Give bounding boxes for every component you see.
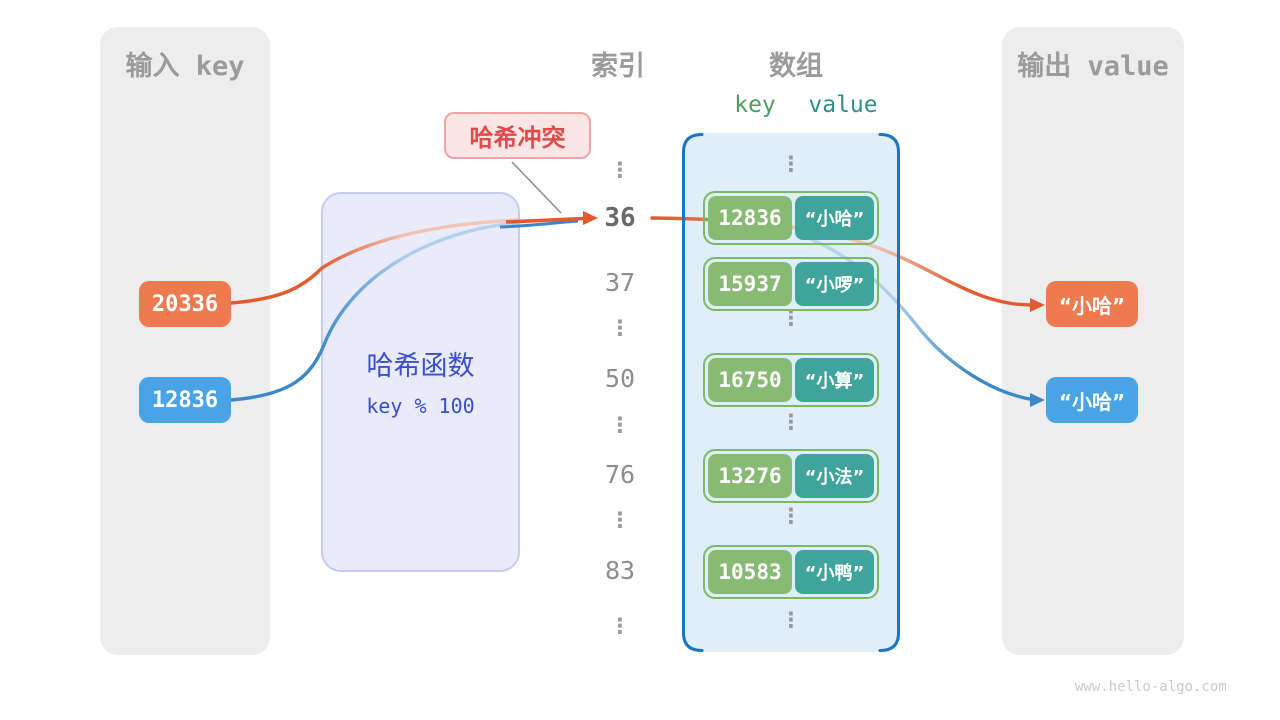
array-column-title: 数组 [769,51,823,82]
index-ellipsis: ⋮ [609,158,631,182]
array-ellipsis: ⋮ [780,608,802,632]
index-ellipsis: ⋮ [609,413,631,437]
array-entry-10583: 10583 “小鸭” [703,545,879,599]
index-50: 50 [604,364,636,393]
entry-value: “小啰” [795,262,874,306]
value-header: value [808,92,878,118]
entry-value: “小算” [795,358,874,402]
array-entry-15937: 15937 “小啰” [703,257,879,311]
index-ellipsis: ⋮ [609,316,631,340]
array-ellipsis: ⋮ [780,152,802,176]
entry-value: “小法” [795,454,874,498]
index-83: 83 [604,556,636,585]
entry-value: “小哈” [795,196,874,240]
input-key-20336: 20336 [139,281,231,327]
index-76: 76 [604,460,636,489]
index-ellipsis: ⋮ [609,614,631,638]
hash-collision-badge: 哈希冲突 [444,112,591,159]
index-37: 37 [604,268,636,297]
input-key-12836: 12836 [139,377,231,423]
array-entry-16750: 16750 “小算” [703,353,879,407]
index-36: 36 [604,203,636,233]
array-entry-12836: 12836 “小哈” [703,191,879,245]
entry-value: “小鸭” [795,550,874,594]
input-panel-title: 输入 key [125,51,245,82]
index-ellipsis: ⋮ [609,508,631,532]
array-entry-13276: 13276 “小法” [703,449,879,503]
entry-key: 15937 [708,262,792,306]
output-panel-title: 输出 value [1017,51,1169,82]
watermark: www.hello-algo.com [1075,679,1227,695]
array-ellipsis: ⋮ [780,504,802,528]
output-value-orange: “小哈” [1046,281,1138,327]
array-ellipsis: ⋮ [780,306,802,330]
index-column-title: 索引 [591,51,645,82]
entry-key: 10583 [708,550,792,594]
key-header: key [734,92,776,118]
entry-key: 16750 [708,358,792,402]
entry-key: 12836 [708,196,792,240]
entry-key: 13276 [708,454,792,498]
array-ellipsis: ⋮ [780,410,802,434]
output-value-blue: “小哈” [1046,377,1138,423]
